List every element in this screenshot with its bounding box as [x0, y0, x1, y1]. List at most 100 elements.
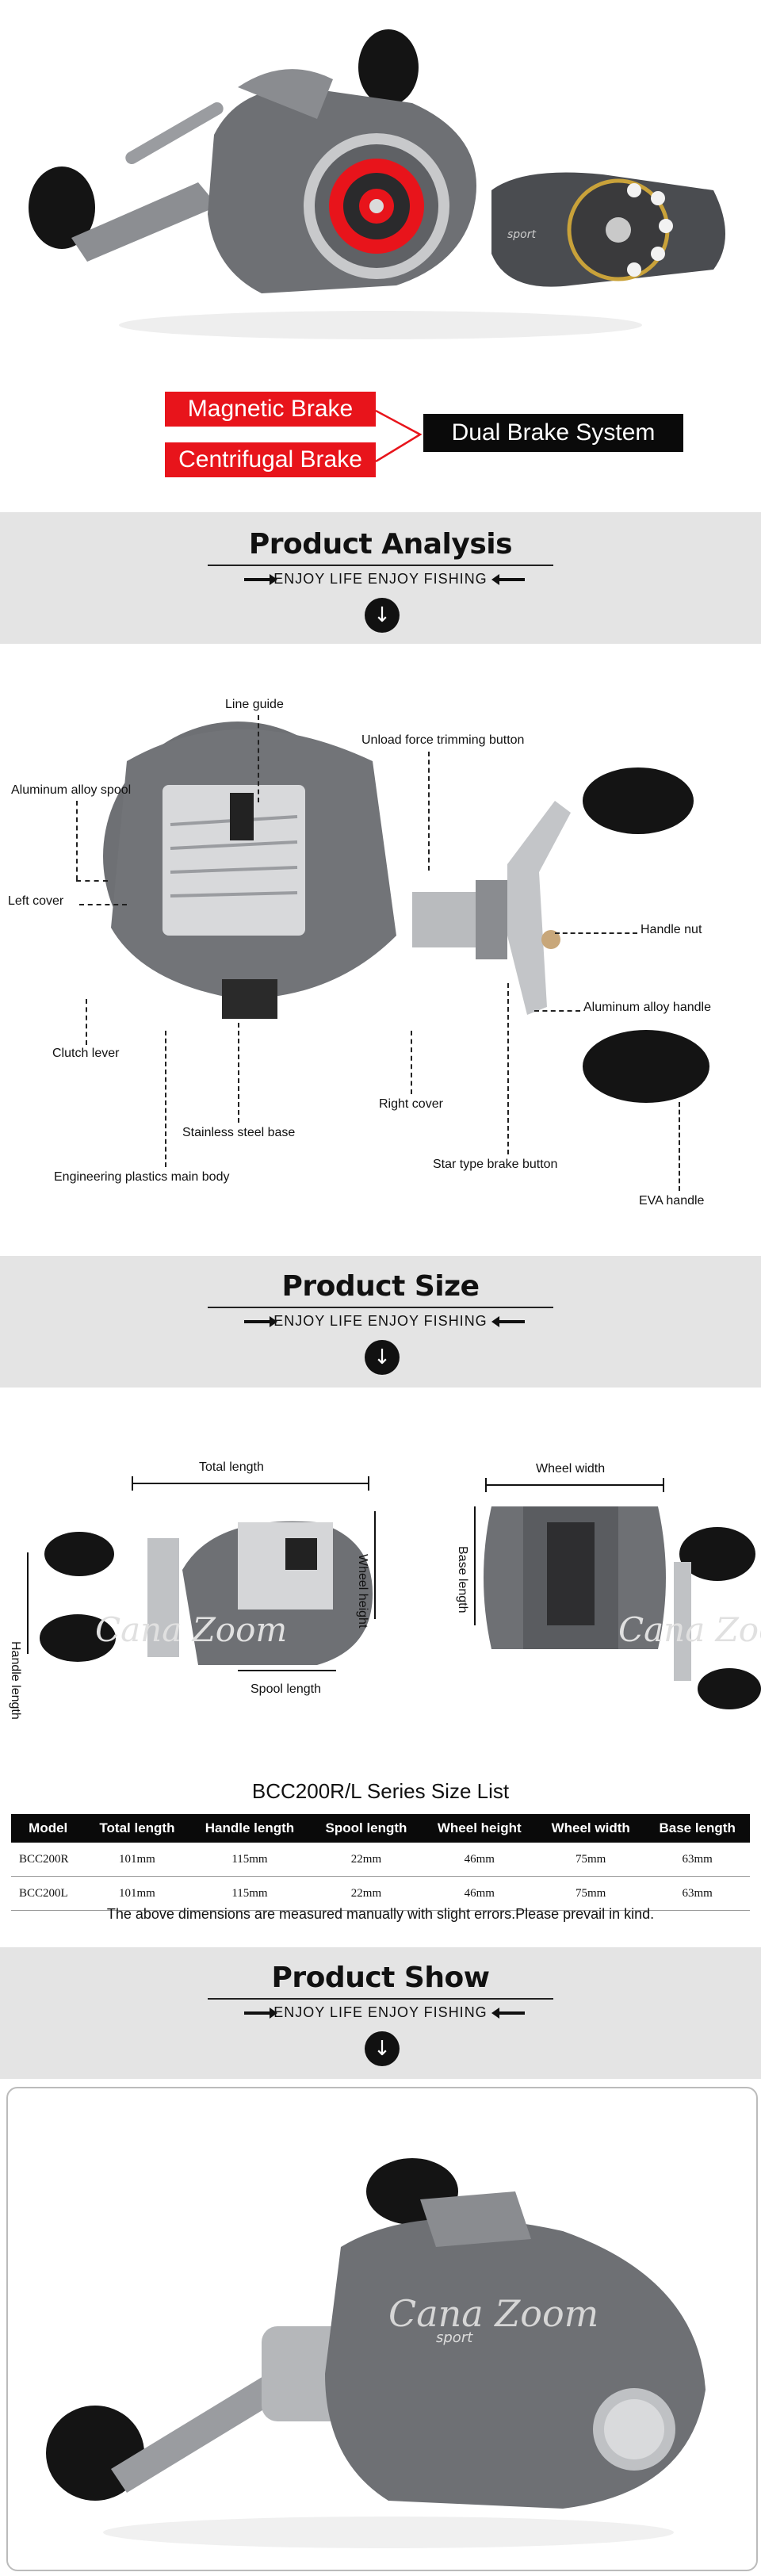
leader-line: [555, 932, 637, 934]
spec-note: The above dimensions are measured manual…: [106, 1906, 655, 1922]
dim-spool-length: Spool length: [250, 1682, 321, 1696]
label-left-cover: Left cover: [8, 894, 64, 908]
table-cell: 75mm: [537, 1843, 645, 1877]
dim-wheel-width: Wheel width: [536, 1462, 606, 1476]
table-cell: 115mm: [189, 1843, 311, 1877]
col-base-length: Base length: [644, 1814, 750, 1843]
down-arrow-circle-icon: ↓: [365, 598, 400, 633]
title-divider: [208, 1998, 553, 2000]
leader-line: [258, 715, 259, 802]
size-subtitle: ENJOY LIFE ENJOY FISHING: [273, 1313, 488, 1329]
table-row: BCC200L 101mm 115mm 22mm 46mm 75mm 63mm: [11, 1876, 750, 1911]
dim-tick: [368, 1476, 369, 1491]
table-cell: 101mm: [85, 1843, 189, 1877]
leader-line: [86, 999, 87, 1045]
product-size-title: Product Size: [281, 1270, 480, 1303]
table-cell: 46mm: [422, 1876, 537, 1911]
leader-line: [507, 983, 509, 1154]
watermark-left: Cana Zoom: [95, 1610, 287, 1649]
spec-header-row: Model Total length Handle length Spool l…: [11, 1814, 750, 1843]
table-cell: BCC200L: [11, 1876, 86, 1911]
label-handle-nut: Handle nut: [641, 923, 702, 936]
dim-handle-length: Handle length: [9, 1641, 22, 1720]
leader-line: [76, 801, 78, 880]
title-divider: [208, 1307, 553, 1308]
centrifugal-brake-tag: Centrifugal Brake: [165, 442, 376, 477]
dim-line: [27, 1552, 29, 1654]
hero-reel-image: sport: [29, 29, 725, 339]
left-arrow-icon: [491, 1316, 525, 1327]
table-cell: 115mm: [189, 1876, 311, 1911]
left-arrow-icon: [491, 574, 525, 585]
dim-wheel-height: Wheel height: [356, 1554, 369, 1629]
table-row: BCC200R 101mm 115mm 22mm 46mm 75mm 63mm: [11, 1843, 750, 1877]
leader-line: [428, 752, 430, 871]
dual-brake-system-tag: Dual Brake System: [423, 414, 683, 452]
label-line-guide: Line guide: [225, 698, 284, 711]
dim-tick: [485, 1478, 487, 1492]
col-total-length: Total length: [85, 1814, 189, 1843]
table-cell: 22mm: [310, 1876, 423, 1911]
col-wheel-width: Wheel width: [537, 1814, 645, 1843]
left-arrow-icon: [491, 2008, 525, 2019]
down-arrow-circle-icon: ↓: [365, 2031, 400, 2066]
label-star-brake: Star type brake button: [433, 1158, 558, 1171]
table-cell: 63mm: [644, 1876, 750, 1911]
table-cell: 75mm: [537, 1876, 645, 1911]
col-spool-length: Spool length: [310, 1814, 423, 1843]
leader-line: [534, 1010, 580, 1012]
table-cell: 22mm: [310, 1843, 423, 1877]
magnetic-brake-tag: Magnetic Brake: [165, 392, 376, 427]
label-eva-handle: EVA handle: [639, 1194, 705, 1208]
brake-connector-lines: [376, 409, 423, 463]
right-arrow-icon: [244, 1316, 277, 1327]
down-arrow-circle-icon: ↓: [365, 1340, 400, 1375]
watermark-right: Cana Zoom: [618, 1610, 761, 1649]
label-aluminum-spool: Aluminum alloy spool: [11, 783, 132, 797]
label-clutch-lever: Clutch lever: [52, 1047, 120, 1060]
size-reel-images: Cana Zoom Cana Zoom: [40, 1506, 761, 1709]
product-show-photo-frame: sport Cana Zoom: [6, 2087, 758, 2571]
dim-base-length: Base length: [456, 1546, 469, 1613]
leader-line: [238, 1023, 239, 1123]
right-arrow-icon: [244, 2008, 277, 2019]
col-handle-length: Handle length: [189, 1814, 311, 1843]
leader-line: [165, 1031, 166, 1167]
leader-line: [411, 1031, 412, 1094]
dim-line: [485, 1484, 664, 1486]
product-show-reel-image: sport Cana Zoom: [46, 2158, 706, 2548]
reel-badge-text: sport: [507, 228, 537, 241]
title-divider: [208, 565, 553, 566]
product-show-title: Product Show: [271, 1962, 490, 1994]
label-steel-base: Stainless steel base: [182, 1126, 296, 1139]
product-analysis-title: Product Analysis: [248, 528, 513, 561]
label-main-body: Engineering plastics main body: [54, 1170, 230, 1184]
dim-tick: [663, 1478, 664, 1492]
dim-line: [374, 1511, 376, 1619]
show-subtitle: ENJOY LIFE ENJOY FISHING: [273, 2004, 488, 2020]
table-cell: BCC200R: [11, 1843, 86, 1877]
col-model: Model: [11, 1814, 86, 1843]
dim-total-length: Total length: [199, 1460, 264, 1474]
right-arrow-icon: [244, 574, 277, 585]
leader-line: [79, 904, 127, 905]
table-cell: 101mm: [85, 1876, 189, 1911]
label-right-cover: Right cover: [379, 1097, 443, 1111]
show-reel-badge: sport: [436, 2329, 473, 2346]
leader-line: [679, 1102, 680, 1191]
col-wheel-height: Wheel height: [422, 1814, 537, 1843]
dim-line: [238, 1670, 336, 1671]
dim-tick: [132, 1476, 133, 1491]
analysis-subtitle: ENJOY LIFE ENJOY FISHING: [273, 571, 488, 587]
analysis-reel-image: [103, 722, 709, 1103]
label-unload-button: Unload force trimming button: [361, 733, 525, 747]
spec-table-title: BCC200R/L Series Size List: [251, 1779, 510, 1803]
label-alloy-handle: Aluminum alloy handle: [583, 1001, 711, 1014]
dim-line: [474, 1506, 476, 1625]
table-cell: 46mm: [422, 1843, 537, 1877]
size-spec-table: Model Total length Handle length Spool l…: [11, 1814, 750, 1911]
dim-line: [132, 1483, 369, 1484]
table-cell: 63mm: [644, 1843, 750, 1877]
show-watermark: Cana Zoom: [388, 2292, 598, 2335]
leader-line: [76, 880, 108, 882]
